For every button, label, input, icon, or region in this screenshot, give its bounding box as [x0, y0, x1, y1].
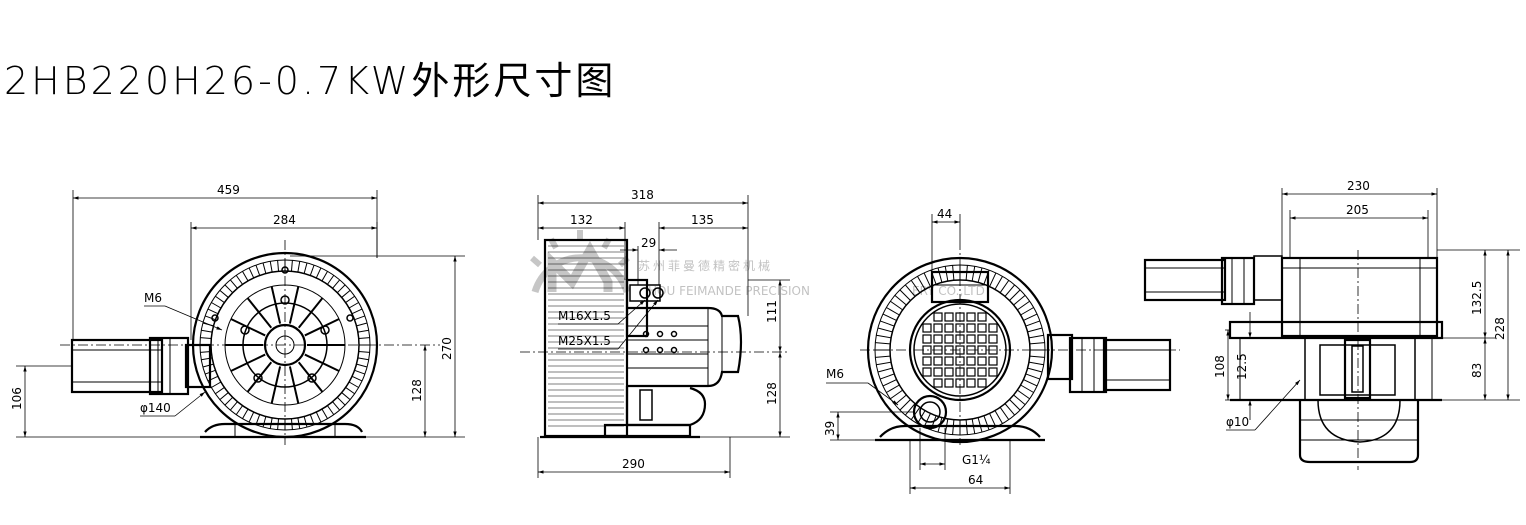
front-label-phi140: φ140: [140, 401, 171, 415]
side-callout-m16: M16X1.5: [558, 299, 646, 325]
side-dim-width-total: 318: [537, 188, 749, 316]
top-dim-height-left: 108: [1213, 329, 1230, 401]
rear-dim-width-top: 44: [931, 207, 961, 272]
front-dim-128: 128: [410, 379, 424, 402]
side-dim-128: 128: [765, 382, 779, 405]
front-dim-270: 270: [440, 337, 454, 360]
rear-view: 44 M6 39 G1¼ 64: [823, 207, 1180, 494]
side-dim-318: 318: [631, 188, 654, 202]
front-feet: [200, 422, 366, 439]
side-terminal-box: [629, 284, 661, 302]
side-view: 318 132 135 29 M16X1.5 M25X1.5: [520, 188, 790, 478]
front-dim-284: 284: [273, 213, 296, 227]
rear-dim-width-bottom: 64: [909, 440, 1011, 494]
top-label-phi10: φ10: [1226, 415, 1249, 429]
front-inlet-pipe: [70, 336, 212, 396]
top-dim-205: 205: [1346, 203, 1369, 217]
top-dim-228: 228: [1493, 317, 1507, 340]
rear-housing-fins: [875, 265, 1045, 435]
front-callout-phi140: φ140: [140, 391, 206, 417]
top-dim-12-5: 12.5: [1235, 353, 1249, 380]
rear-dim-39: 39: [823, 421, 837, 436]
top-dim-132-5: 132.5: [1470, 281, 1484, 315]
side-dim-height-upper: 111: [748, 279, 790, 352]
front-dim-width-total: 459: [72, 183, 378, 340]
front-bolt-holes: [211, 266, 354, 383]
front-dim-459: 459: [217, 183, 240, 197]
top-housing: [1280, 256, 1439, 338]
side-dim-29: 29: [641, 236, 656, 250]
front-dim-height-left: 106: [10, 365, 200, 438]
top-dim-230: 230: [1347, 179, 1370, 193]
watermark-company-cn: 苏州菲曼德精密机械: [638, 258, 773, 273]
watermark-company-en-tail: ERY CO.,LTD: [912, 284, 985, 298]
rear-callout-m6: M6: [826, 367, 899, 406]
side-dim-width-left: 132: [538, 213, 626, 280]
drawing-title: 2HB220H26-0.7KW外形尺寸图: [4, 59, 617, 103]
front-dim-width-housing: 284: [190, 213, 378, 340]
top-dim-width-total: 230: [1281, 179, 1438, 258]
watermark: 苏州菲曼德精密机械 HOU FEIMANDE PRECISION ERY CO.…: [530, 230, 985, 298]
front-housing-spokes: [225, 286, 345, 404]
rear-outlet-port: [912, 394, 948, 430]
side-dim-111: 111: [765, 300, 779, 323]
side-dim-135: 135: [691, 213, 714, 227]
front-dim-height-center: 128: [410, 345, 427, 437]
front-callout-m6: M6: [144, 291, 223, 331]
side-dim-height-lower: 128: [700, 352, 790, 438]
side-dim-132: 132: [570, 213, 593, 227]
front-label-m6: M6: [144, 291, 162, 305]
rear-dim-height-foot: 39: [823, 411, 915, 441]
front-housing-fins: [200, 260, 370, 430]
front-view: 459 284 270 128 106 M6: [10, 183, 465, 445]
top-dim-height-small: 12.5: [1235, 312, 1252, 420]
top-motor: [1298, 337, 1420, 464]
side-dim-290: 290: [622, 457, 645, 471]
top-dim-108: 108: [1213, 355, 1227, 378]
side-dim-gap: 29: [620, 236, 677, 285]
rear-label-g1-1-4: G1¼: [962, 453, 991, 467]
top-dim-83: 83: [1470, 363, 1484, 378]
top-dim-height-lower: 83: [1470, 338, 1487, 400]
front-dim-106: 106: [10, 387, 24, 410]
top-callout-phi10: φ10: [1226, 379, 1301, 431]
rear-dim-pipe: G1¼: [919, 428, 991, 470]
top-dim-height-total: 228: [1437, 249, 1520, 401]
side-motor-body: [627, 306, 743, 388]
side-dim-width-right: 135: [658, 213, 748, 285]
rear-outlet-pipe: [1046, 333, 1172, 394]
side-dim-width-bottom: 290: [537, 437, 731, 478]
rear-dim-64: 64: [968, 473, 983, 487]
side-callout-m25: M25X1.5: [558, 299, 659, 350]
rear-label-m6: M6: [826, 367, 844, 381]
side-label-m25x1-5: M25X1.5: [558, 334, 611, 348]
top-view: 230 205 228 132.5 83 108: [1143, 179, 1520, 470]
top-dim-width-inner: 205: [1289, 203, 1429, 258]
top-dim-height-upper: 132.5: [1442, 250, 1495, 339]
watermark-company-en: HOU FEIMANDE PRECISION: [648, 284, 810, 298]
top-inlet-pipe: [1143, 255, 1283, 306]
front-dim-height-total: 270: [290, 255, 465, 438]
rear-dim-44: 44: [937, 207, 952, 221]
side-label-m16x1-5: M16X1.5: [558, 309, 611, 323]
